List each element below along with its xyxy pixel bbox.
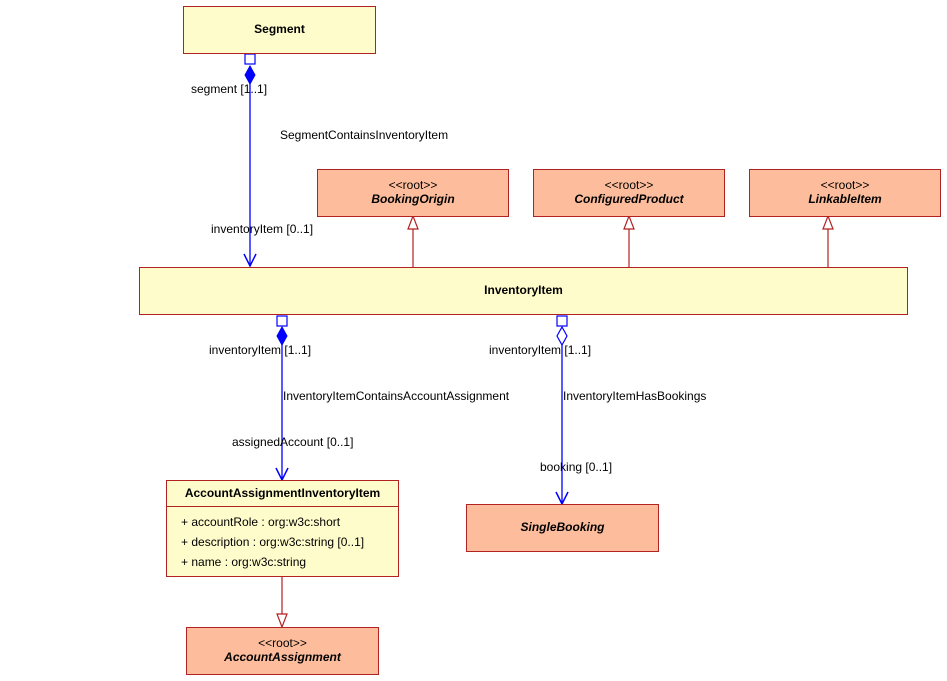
generalization-account-assignment — [276, 577, 288, 629]
association-name-segment-contains: SegmentContainsInventoryItem — [280, 128, 449, 142]
class-single-booking-name: SingleBooking — [520, 520, 605, 534]
attribute-name: + name : org:w3c:string — [181, 555, 307, 569]
class-configured-product[interactable]: <<root>> ConfiguredProduct — [533, 169, 725, 217]
role-inventory-item: inventoryItem [0..1] — [211, 222, 314, 236]
role-segment: segment [1..1] — [191, 82, 268, 96]
association-name-contains-account-assignment: InventoryItemContainsAccountAssignment — [283, 389, 510, 403]
stereotype-label: <<root>> — [388, 178, 438, 192]
role-booking: booking [0..1] — [540, 460, 613, 474]
role-assigned-account: assignedAccount [0..1] — [232, 435, 354, 449]
attribute-account-role: + accountRole : org:w3c:short — [181, 515, 341, 529]
role-inventory-item: inventoryItem [1..1] — [209, 343, 312, 357]
stereotype-label: <<root>> — [258, 636, 307, 650]
stereotype-label: <<root>> — [604, 178, 654, 192]
stereotype-label: <<root>> — [820, 178, 870, 192]
class-configured-product-name: ConfiguredProduct — [574, 192, 684, 206]
attribute-divider — [167, 506, 398, 507]
generalization-configured-product — [623, 214, 635, 267]
class-segment[interactable]: Segment — [183, 6, 376, 54]
generalization-linkable-item — [822, 214, 834, 267]
segment-port-square — [244, 53, 256, 65]
generalization-booking-origin — [407, 214, 419, 267]
class-account-assignment-inventory-item-name: AccountAssignmentInventoryItem — [184, 486, 381, 500]
class-inventory-item[interactable]: InventoryItem — [139, 267, 908, 315]
attribute-list: + accountRole : org:w3c:short + descript… — [181, 512, 364, 572]
class-account-assignment-name: AccountAssignment — [224, 650, 341, 664]
aggregation-diamond — [556, 325, 568, 347]
contains-account-assignment-connector — [275, 315, 289, 482]
class-account-assignment-inventory-item[interactable]: AccountAssignmentInventoryItem + account… — [166, 480, 399, 577]
composition-diamond — [244, 64, 256, 86]
class-account-assignment[interactable]: <<root>> AccountAssignment — [186, 627, 379, 675]
class-booking-origin[interactable]: <<root>> BookingOrigin — [317, 169, 509, 217]
inventory-item-port-square — [276, 315, 288, 327]
composition-diamond — [276, 325, 288, 347]
navigation-arrowhead — [243, 253, 257, 268]
class-linkable-item-name: LinkableItem — [808, 192, 882, 206]
attribute-description: + description : org:w3c:string [0..1] — [181, 535, 365, 549]
class-segment-name: Segment — [254, 22, 305, 36]
class-inventory-item-name: InventoryItem — [484, 283, 563, 297]
class-linkable-item[interactable]: <<root>> LinkableItem — [749, 169, 941, 217]
role-inventory-item: inventoryItem [1..1] — [489, 343, 592, 357]
class-single-booking[interactable]: SingleBooking — [466, 504, 659, 552]
class-booking-origin-name: BookingOrigin — [371, 192, 455, 206]
segment-contains-inventory-item-connector — [243, 53, 257, 268]
inventory-item-port-square — [556, 315, 568, 327]
association-name-has-bookings: InventoryItemHasBookings — [563, 389, 707, 403]
